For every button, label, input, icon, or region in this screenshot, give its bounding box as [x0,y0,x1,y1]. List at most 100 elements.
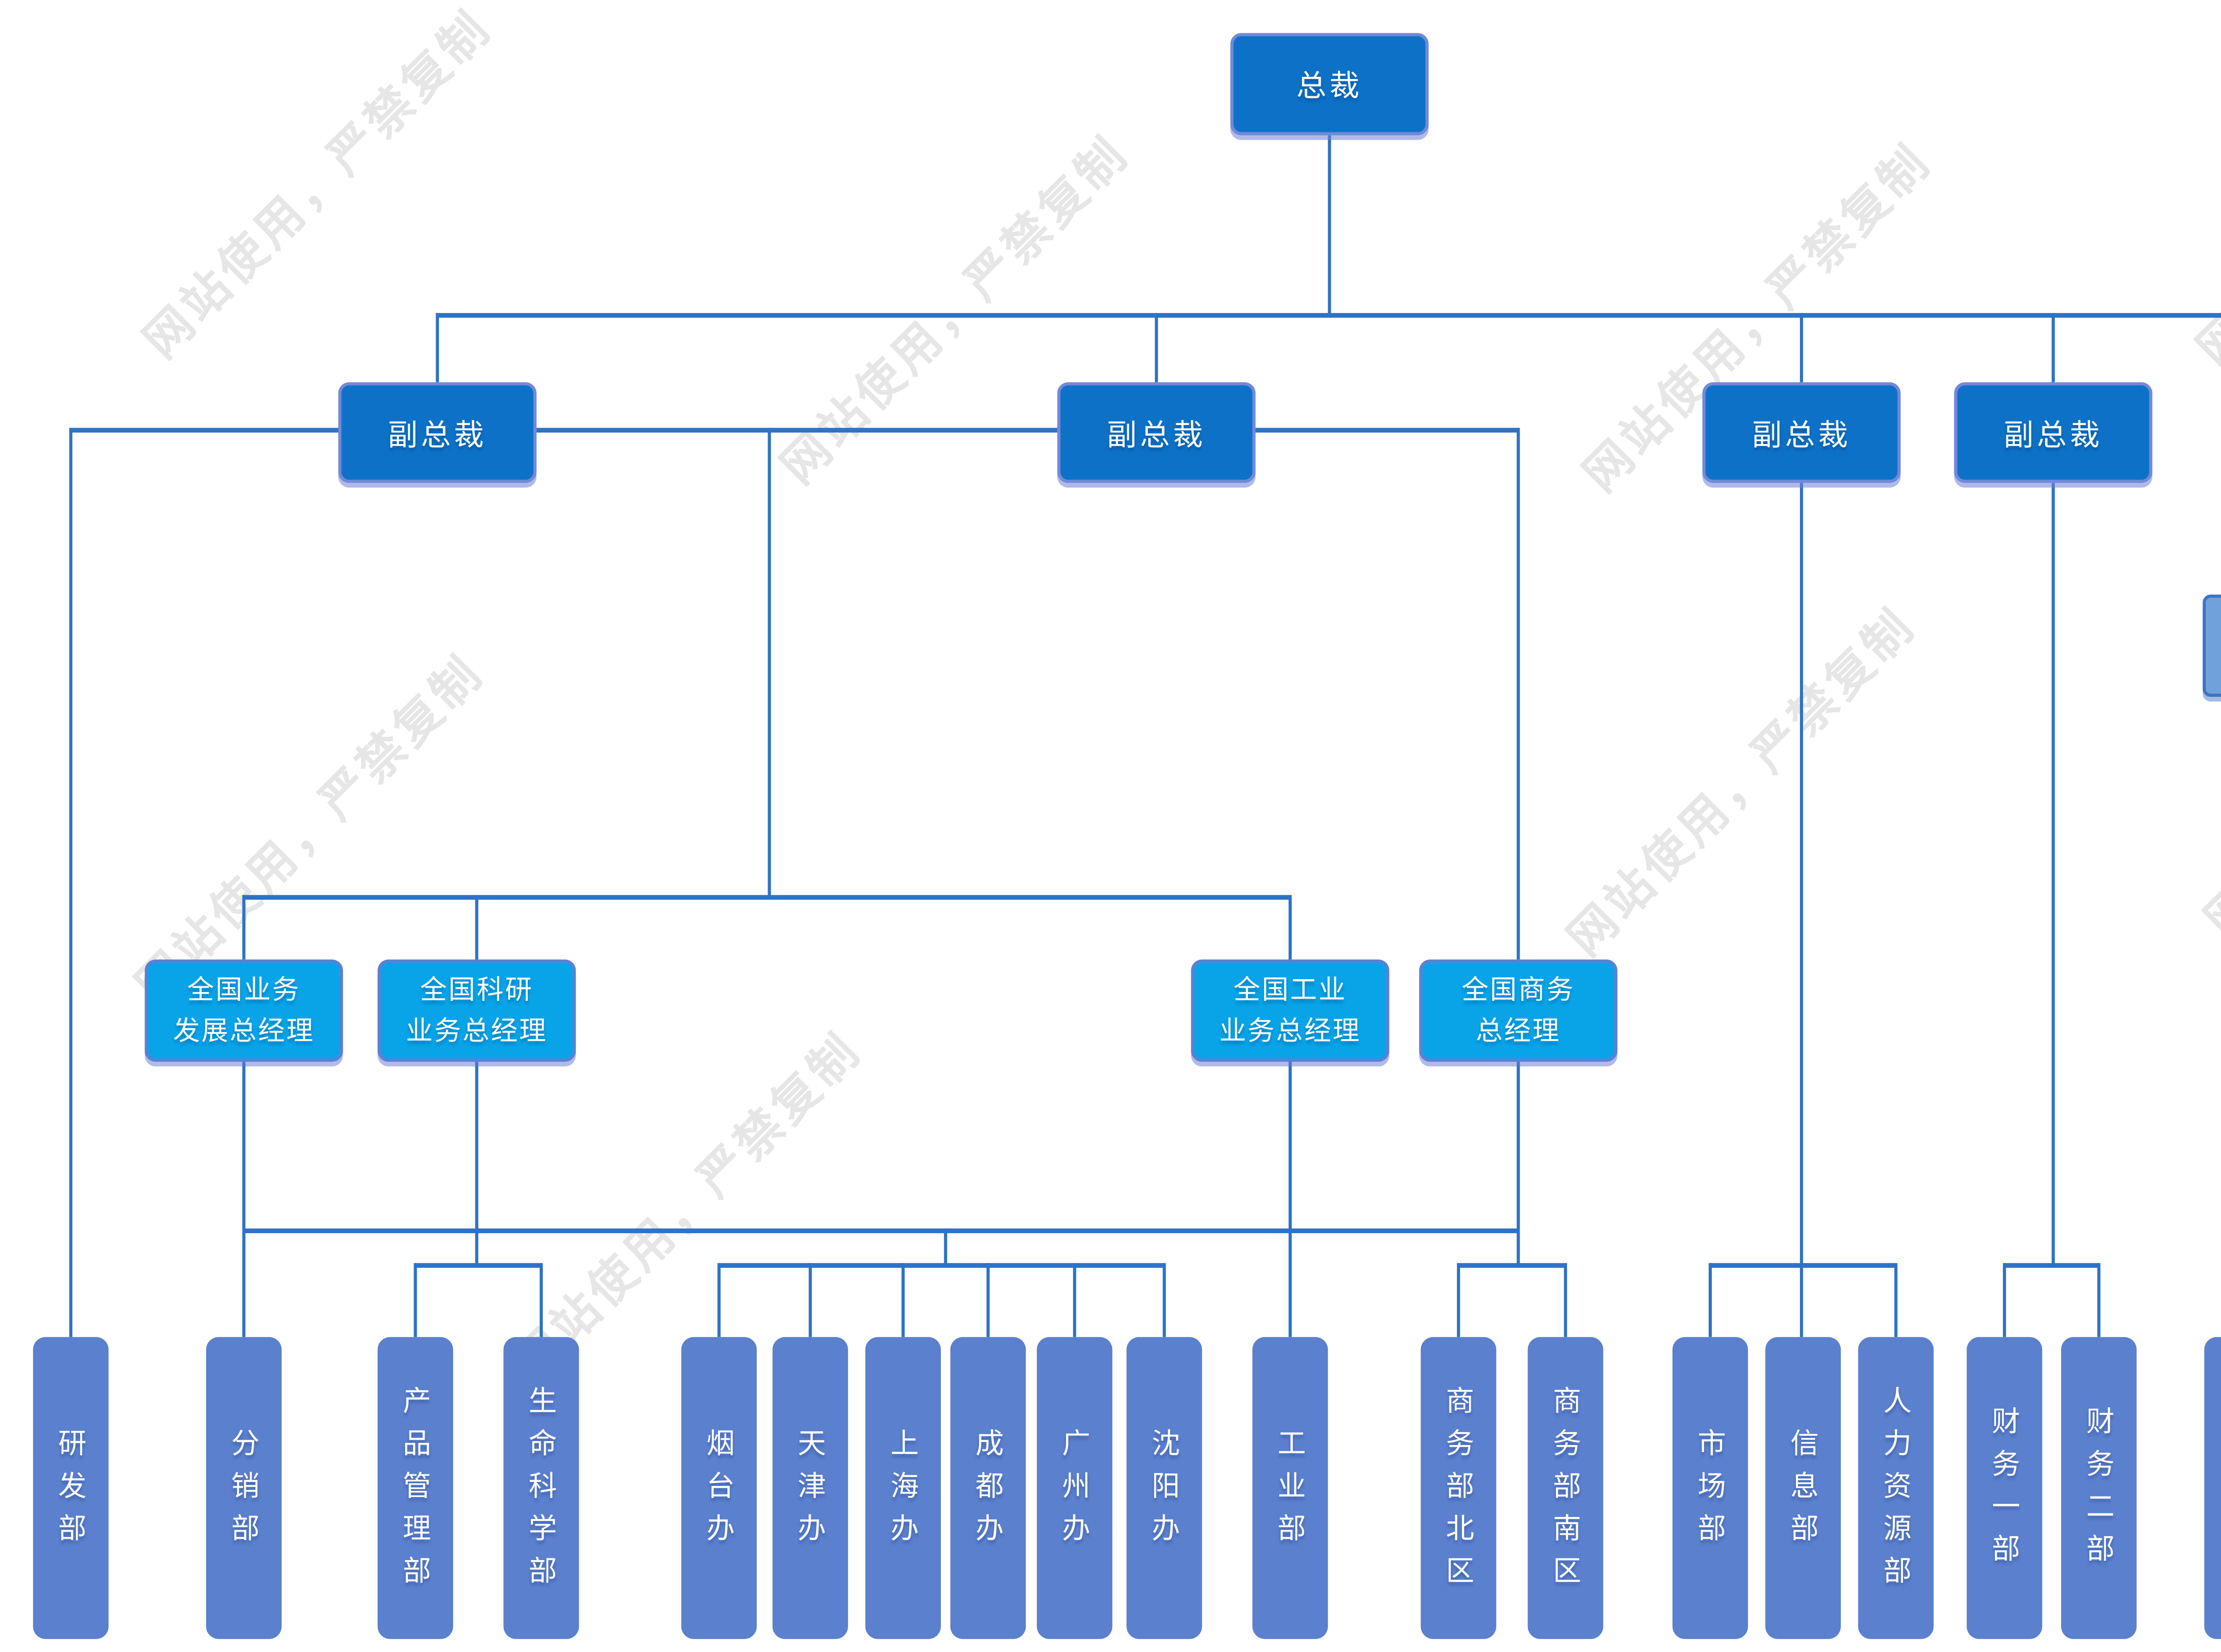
watermark-text: 网站使用，严禁复制 [505,1024,872,1391]
node-label: 商务部北区 [1443,1385,1474,1597]
node-dept-commerce-south[interactable]: 商务部南区 [1528,1337,1604,1639]
connector-commerce-bus [1458,1263,1566,1268]
node-dept-chengdu-office[interactable]: 成都办 [950,1337,1026,1639]
connector-dept-drop [1708,1263,1712,1337]
connector-vp4-down [2051,483,2055,1268]
node-president[interactable]: 总裁 [1230,33,1429,135]
connector-dept-drop [901,1263,905,1337]
node-dept-guangzhou-office[interactable]: 广州办 [1037,1337,1113,1639]
connector-commerce-gm-drop [1516,428,1520,960]
node-vice-president-3[interactable]: 副总裁 [1702,382,1901,483]
node-label: 天津办 [794,1427,826,1555]
connector-industry-drop [1288,1061,1292,1337]
watermark-text: 网站使用，严禁复制 [127,646,494,1013]
connector-rnd-drop [69,428,72,1337]
connector-finance-bus [2004,1263,2099,1268]
node-dept-yantai-office[interactable]: 烟台办 [681,1337,757,1639]
connector-dept-drop [986,1263,990,1337]
node-label: 生命科学部 [525,1385,557,1597]
node-label: 商务部南区 [1549,1385,1581,1597]
node-label: 总裁 [1296,71,1363,104]
connector-dept-drop [414,1263,417,1337]
node-dept-marketing[interactable]: 市场部 [1672,1337,1748,1639]
connector-product-bus [415,1263,541,1268]
node-label: 工业部 [1274,1427,1306,1555]
node-vice-president-2[interactable]: 副总裁 [1057,382,1256,483]
connector-dept-drop [1457,1263,1460,1337]
node-gm-industry[interactable]: 全国工业 业务总经理 [1191,959,1389,1062]
node-label: 财务一部 [1989,1406,2020,1577]
connector-dept-drop [808,1263,812,1337]
node-label: 全国科研 业务总经理 [406,975,548,1045]
node-gm-business-development[interactable]: 全国业务 发展总经理 [144,959,343,1062]
node-dept-finance-2[interactable]: 财务二部 [2061,1337,2137,1639]
connector-offices-feed [944,1228,947,1265]
connector-vp1-drop [436,313,439,382]
node-label: 全国工业 业务总经理 [1219,975,1361,1045]
connector-vp1-vp2-link [536,428,1058,433]
node-dept-shanghai-office[interactable]: 上海办 [865,1337,941,1639]
connector-dept-drop [1564,1263,1567,1337]
connector-vp4-drop [2051,313,2055,382]
connector-gm2-down [475,1061,478,1265]
connector-gm-bus [242,895,1290,900]
node-dept-distribution[interactable]: 分销部 [206,1337,282,1639]
node-label: 人力资源部 [1880,1385,1912,1597]
node-dept-rnd[interactable]: 研发部 [33,1337,109,1639]
node-label: 全国业务 发展总经理 [173,975,315,1045]
node-gm-commerce[interactable]: 全国商务 总经理 [1419,959,1618,1062]
node-label: 成都办 [972,1427,1004,1555]
node-gm-research[interactable]: 全国科研 业务总经理 [378,959,576,1062]
node-label: 市场部 [1694,1427,1726,1555]
node-label: 沈阳办 [1148,1427,1180,1555]
connector-dept-drop [539,1263,543,1337]
node-label: 信息部 [1787,1427,1819,1555]
connector-dept-drop [2002,1263,2006,1337]
node-label: 全国商务 总经理 [1461,975,1575,1045]
connector-offices-bus [719,1263,1165,1268]
connector-vp2-drop [1154,313,1158,382]
connector-gm1-drop [242,895,246,960]
node-dept-finance-1[interactable]: 财务一部 [1966,1337,2042,1639]
connector-dept-drop [717,1263,721,1337]
node-label: 产品管理部 [399,1385,431,1597]
connector-vp2-right [1255,428,1519,433]
node-label: 分销部 [228,1427,260,1555]
node-label: 副总裁 [2003,419,2103,453]
node-dept-product-mgmt[interactable]: 产品管理部 [378,1337,454,1639]
watermark-text: 网站使用，严禁复制 [2188,9,2221,377]
connector-market-bus [1710,1263,1896,1268]
connector-vp1-left [71,428,338,433]
node-dept-hr[interactable]: 人力资源部 [1858,1337,1934,1639]
node-vice-president-4[interactable]: 副总裁 [1954,382,2153,483]
node-dept-tianjin-office[interactable]: 天津办 [772,1337,848,1639]
node-label: 烟台办 [703,1427,735,1555]
connector-vp3-drop [1800,313,1803,382]
connector-long-bus [244,1228,1519,1233]
connector-president-drop [1328,135,1331,316]
node-label: 上海办 [887,1427,919,1555]
node-president-assistant[interactable]: 总裁助理 [2202,594,2221,697]
connector-dept-drop [1073,1263,1076,1337]
connector-dept-drop [2097,1263,2101,1337]
node-dept-general-office[interactable]: 办公室 [2204,1337,2221,1639]
connector-dept-drop [1894,1263,1898,1337]
node-dept-shenyang-office[interactable]: 沈阳办 [1126,1337,1202,1639]
connector-commerce-down [1516,1061,1520,1265]
node-label: 广州办 [1059,1427,1091,1555]
connector-gm3-drop [1288,895,1292,960]
node-vice-president-1[interactable]: 副总裁 [338,382,537,483]
connector-gm2-drop [475,895,478,960]
node-dept-industry[interactable]: 工业部 [1252,1337,1328,1639]
watermark-text: 网站使用，严禁复制 [1559,599,1926,966]
node-dept-information[interactable]: 信息部 [1765,1337,1841,1639]
connector-dept-drop [1162,1263,1166,1337]
connector-distribution-drop [242,1061,246,1337]
node-label: 副总裁 [1107,419,1206,453]
connector-top-bus [437,313,2221,318]
connector-vp3-down [1800,483,1803,1337]
node-dept-commerce-north[interactable]: 商务部北区 [1421,1337,1497,1639]
node-dept-life-science[interactable]: 生命科学部 [503,1337,579,1639]
node-label: 财务二部 [2083,1406,2115,1577]
